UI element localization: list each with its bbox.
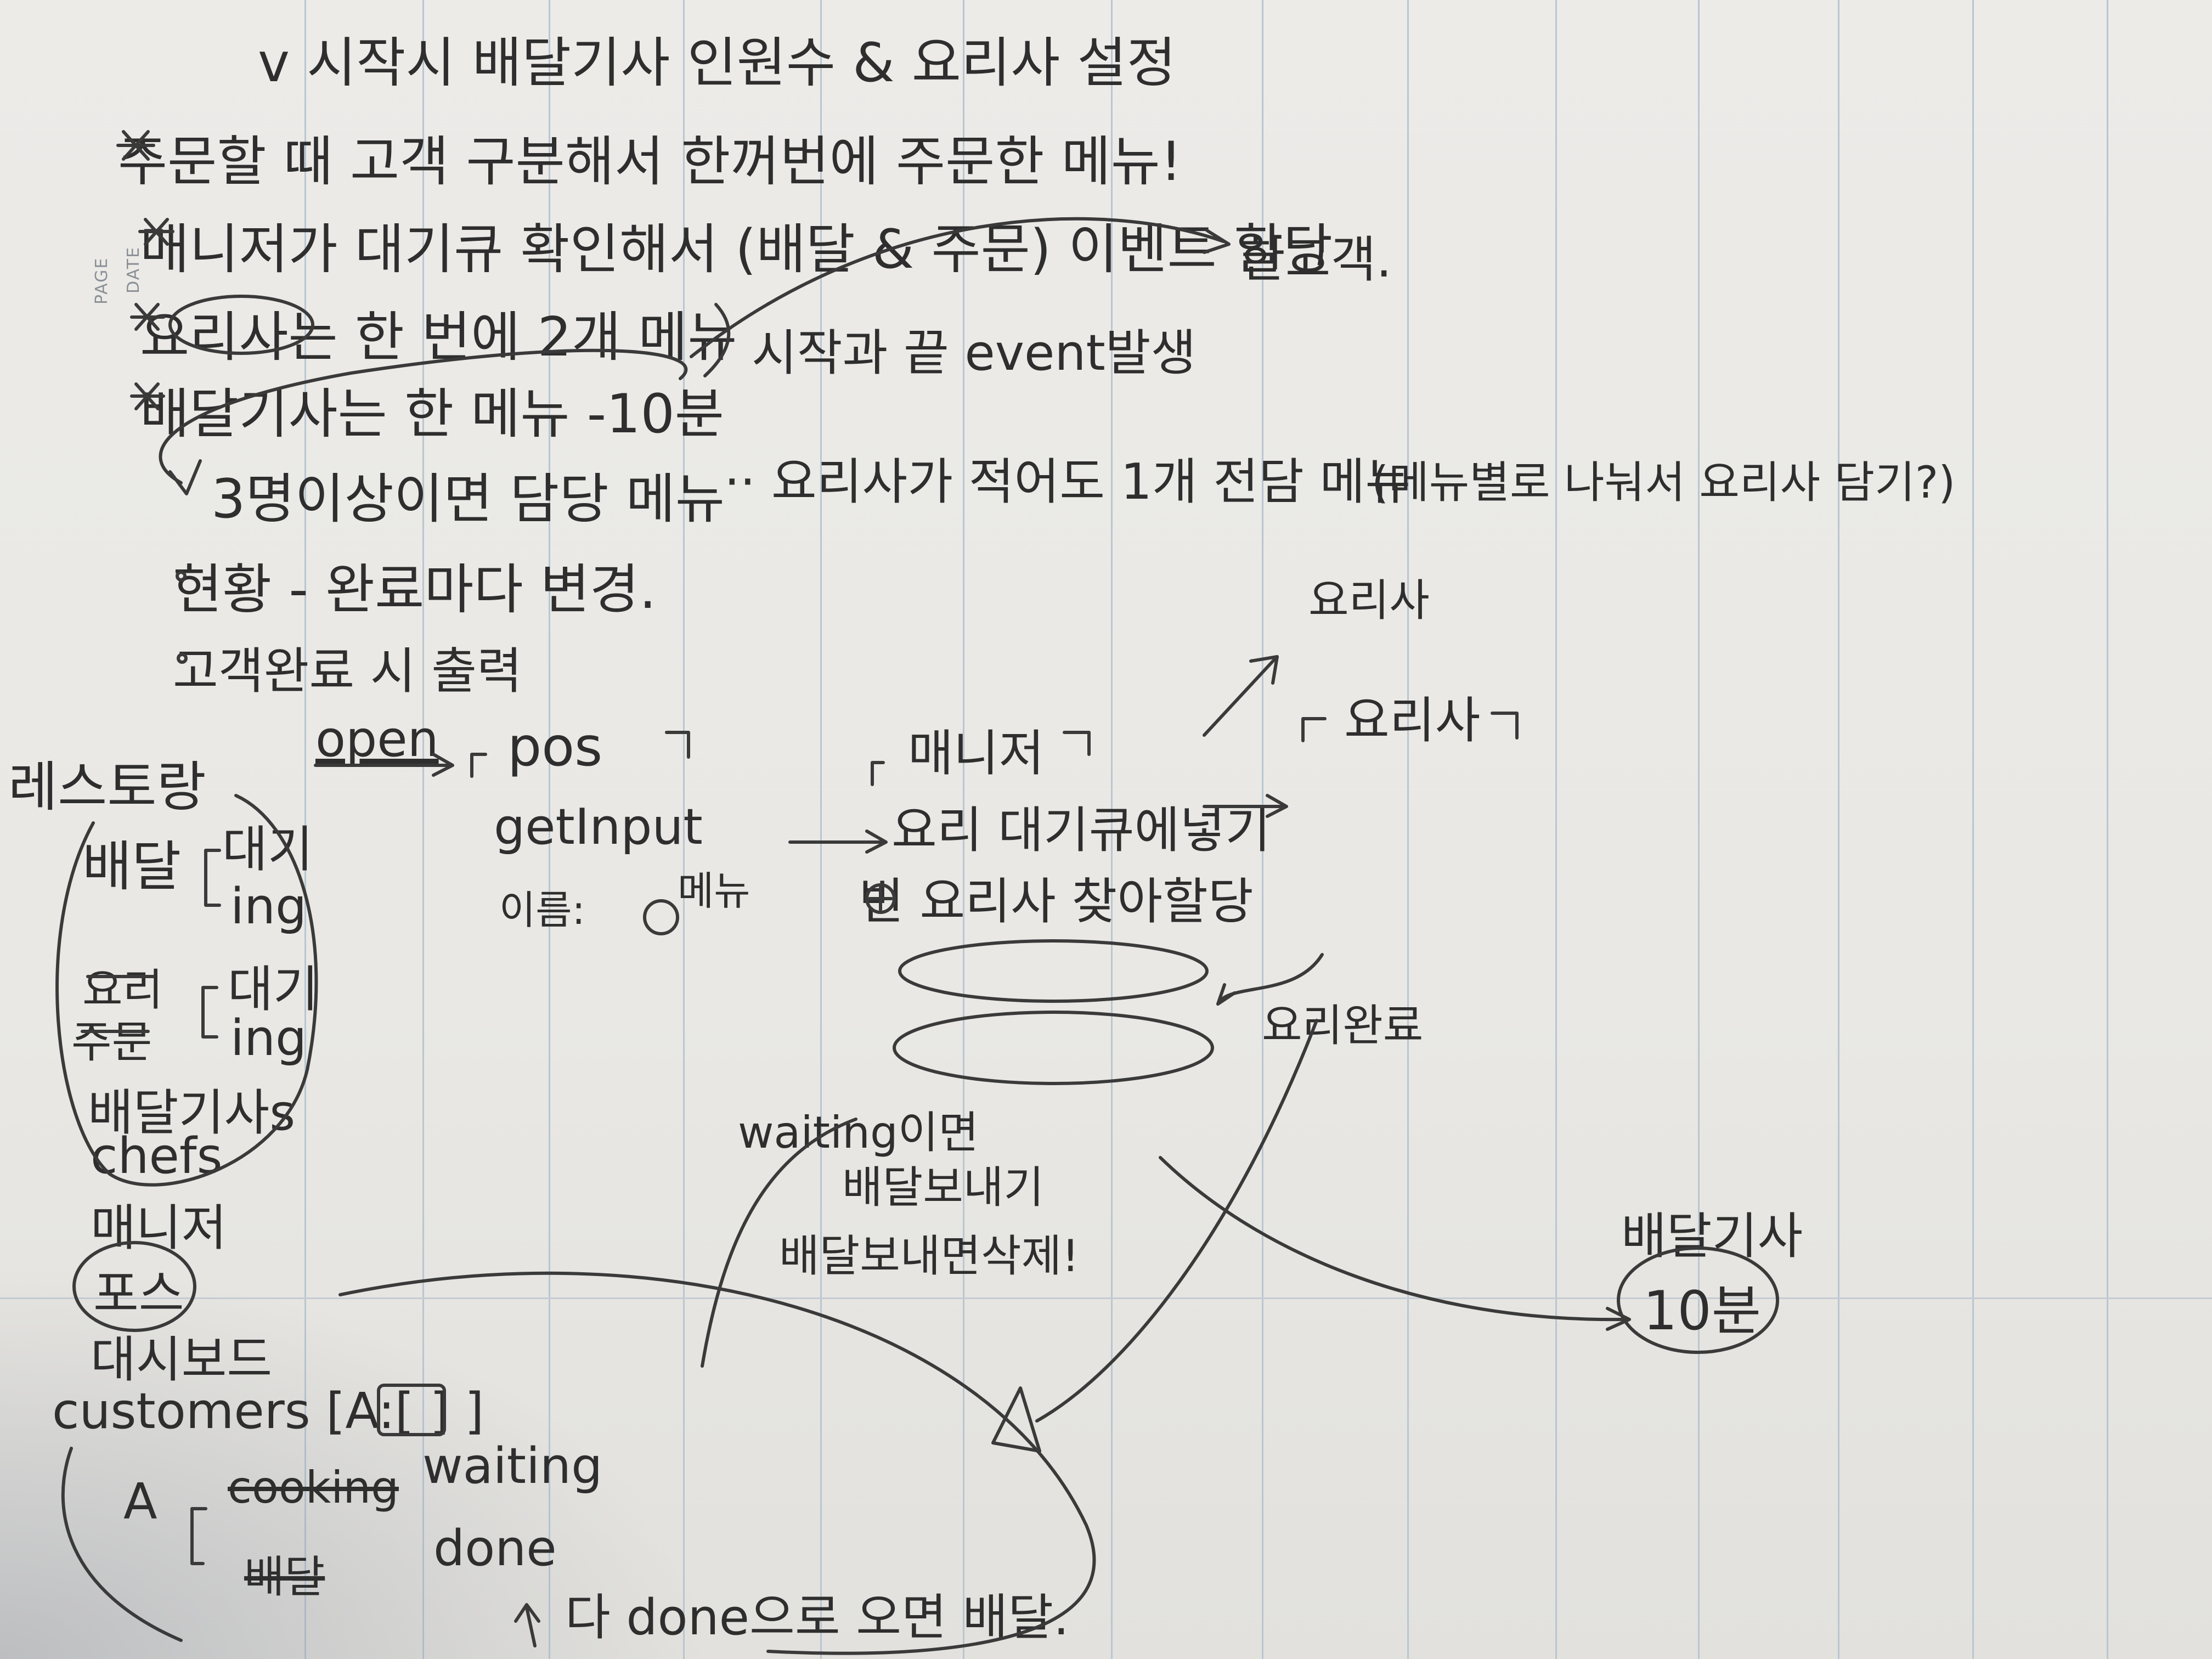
star-bullet-icon: [116, 130, 155, 161]
circle-mark: [55, 794, 318, 1187]
ruled-line: [683, 0, 685, 1659]
ruled-line: [963, 0, 964, 1659]
customer-a-label: A: [123, 1473, 157, 1531]
ruled-line: [304, 0, 306, 1659]
arrow-icon: [1203, 794, 1288, 818]
waiting-note-3: 배달보내면삭제!: [779, 1231, 1080, 1282]
arrow-icon: [514, 1603, 540, 1647]
star-bullet-icon: [130, 382, 165, 410]
customer-a-done: done: [433, 1520, 557, 1577]
driver-label: 배달기사: [1621, 1207, 1803, 1265]
customer-a-waiting: waiting: [422, 1437, 603, 1495]
arrow-icon: [314, 753, 454, 777]
notes-title: v 시작시 배달기사 인원수 & 요리사 설정: [258, 32, 1176, 94]
circle-mark: [643, 899, 679, 935]
star-bullet-icon: [138, 218, 174, 246]
customers-label: customers [A:[ ] ]: [52, 1383, 484, 1440]
arrow-curve: [1035, 1019, 1318, 1423]
getinput-label: getInput: [494, 798, 703, 856]
ruled-line: [549, 0, 550, 1659]
star-bullet-icon: [130, 303, 165, 331]
ruled-line: [1407, 0, 1409, 1659]
note-line-4: 배달기사는 한 메뉴 -10분: [140, 383, 724, 445]
menu-field-label: 메뉴: [678, 868, 751, 914]
ruled-line: [2107, 0, 2108, 1659]
manager-title: 매니저: [908, 725, 1045, 782]
note-line-5-right: (메뉴별로 나눠서 요리사 담기?): [1372, 457, 1956, 508]
chef-mid-label: 요리사: [1344, 692, 1481, 749]
cook-order-label-1: 요리: [82, 964, 163, 1015]
pos-label: 포스: [93, 1265, 184, 1323]
assign-step: 빈 요리사 찾아할당: [859, 873, 1254, 930]
circle-mark: [1617, 1246, 1779, 1354]
circle-mark: [168, 295, 314, 355]
dashboard-label: 대시보드: [91, 1331, 273, 1389]
waiting-note-2: 배달보내기: [842, 1162, 1044, 1213]
check-icon: [168, 459, 202, 495]
restaurant-label: 레스토랑: [8, 756, 206, 819]
ruled-line: [1972, 0, 1974, 1659]
chef-top-label: 요리사: [1308, 575, 1430, 626]
arrow-icon: [788, 830, 888, 854]
triangle-icon: [991, 1386, 1041, 1453]
name-field-label: 이름:: [499, 887, 585, 933]
page-edge-line: [0, 1297, 2212, 1299]
ruled-line: [820, 0, 822, 1659]
ruled-line: [1111, 0, 1113, 1659]
cook-wait: 대기: [228, 961, 319, 1018]
arrowhead-icon: [1203, 229, 1231, 254]
note-line-1: 주문할 때 고객 구분해서 한꺼번에 주문한 메뉴!: [118, 131, 1182, 193]
cook-order-label-2: 주문: [71, 1017, 153, 1068]
arrow-curve: [690, 217, 1225, 358]
pos-title: pos: [507, 716, 603, 778]
note-line-3: 요리사는 한 번에 2개 메뉴: [140, 306, 737, 369]
note-line-5: 3명이상이면 담당 메뉴: [211, 468, 725, 531]
cook-done-label: 요리완료: [1262, 1000, 1424, 1051]
arrow-curve: [1159, 1156, 1626, 1322]
circle-mark: [72, 1241, 196, 1332]
customer-a-struck: 배달: [244, 1551, 325, 1602]
open-label: open: [315, 710, 439, 768]
drivers-label: 배달기사s: [88, 1084, 296, 1142]
enqueue-step: 요리 대기큐에넣기: [891, 802, 1271, 859]
note-line-7: 고객완료 시 출력: [173, 642, 522, 700]
note-line-6: 현황 - 완료마다 변경.: [173, 558, 657, 621]
waiting-note-1: waiting이면: [738, 1107, 979, 1158]
delivery-label: 배달: [82, 836, 182, 898]
note-line-2-right: 한고객.: [1240, 231, 1392, 289]
note-line-5-mid: ·· 요리사가 적어도 1개 전담 메뉴: [724, 453, 1411, 511]
delivery-ing: ing: [230, 878, 307, 935]
ruled-line: [1555, 0, 1557, 1659]
driver-time: 10분: [1643, 1280, 1761, 1342]
ruled-line: [422, 0, 424, 1659]
ruled-line: [1698, 0, 1700, 1659]
cook-ing: ing: [230, 1009, 307, 1067]
ruled-line: [1838, 0, 1839, 1659]
arrow-icon: [1203, 655, 1279, 737]
ruled-line: [1262, 0, 1263, 1659]
bottom-note: 다 done으로 오면 배달.: [565, 1589, 1069, 1646]
note-line-2: 매니저가 대기큐 확인해서 (배달 & 주문) 이벤트 할당: [140, 218, 1333, 281]
note-line-3-right: 시작과 끝 event발생: [752, 324, 1197, 382]
customer-a-cooking-struck: cooking: [228, 1462, 399, 1513]
